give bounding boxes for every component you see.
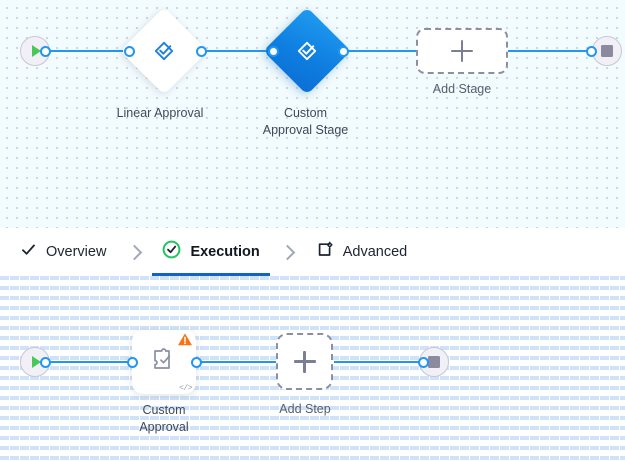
step-end-port[interactable]	[418, 356, 429, 368]
stage-flow-canvas[interactable]: Linear Approval Custom Approval Stage Ad…	[0, 0, 625, 228]
step-node-custom-approval[interactable]: </>	[132, 330, 196, 394]
edge-stage1-to-stage2	[200, 50, 272, 52]
tab-execution[interactable]: Execution	[152, 228, 271, 276]
plus-icon	[293, 350, 316, 373]
edge-start-to-stage1	[44, 50, 128, 52]
add-stage-label: Add Stage	[432, 82, 492, 96]
check-icon	[20, 241, 37, 263]
step-label-custom-approval: Custom Approval	[139, 403, 189, 434]
edge-step1-to-addstep	[196, 361, 278, 363]
step1-input-port[interactable]	[127, 356, 138, 368]
custom-approval-puzzle-icon	[149, 345, 179, 380]
code-snippet-icon: </>	[179, 384, 192, 393]
tab-advanced[interactable]: Advanced	[312, 228, 412, 276]
stage-node-linear-approval[interactable]	[120, 7, 208, 95]
stage-start-port[interactable]	[40, 45, 51, 57]
stage-node-custom-approval-stage[interactable]	[263, 7, 351, 95]
step-start-port[interactable]	[40, 356, 51, 368]
stage1-input-port[interactable]	[124, 45, 135, 57]
add-stage-button[interactable]	[416, 28, 508, 74]
step1-output-port[interactable]	[191, 356, 202, 368]
chevron-right-icon	[279, 244, 296, 260]
check-circle-icon	[162, 240, 181, 264]
play-icon	[32, 45, 41, 57]
tab-advanced-label: Advanced	[342, 244, 408, 260]
stage-label-linear-approval: Linear Approval	[116, 106, 204, 120]
edge-stage2-to-addstage	[342, 50, 422, 52]
edge-addstage-to-end	[507, 50, 591, 52]
play-icon	[32, 356, 41, 368]
advanced-settings-icon	[316, 241, 334, 264]
tab-execution-label: Execution	[190, 244, 260, 260]
stop-icon	[428, 356, 440, 368]
plus-icon	[451, 40, 473, 62]
edge-start-to-step1	[44, 361, 132, 363]
stage2-output-port[interactable]	[338, 45, 349, 57]
stop-icon	[601, 45, 613, 57]
add-step-label: Add Step	[279, 402, 331, 416]
step-flow-canvas[interactable]: </> Custom Approval Add Step	[0, 276, 625, 461]
stage-label-custom-approval-stage: Custom Approval Stage	[262, 106, 349, 137]
approval-diamond-icon	[151, 38, 177, 64]
chevron-right-icon	[126, 244, 143, 260]
stage-end-port[interactable]	[586, 45, 597, 57]
tab-overview[interactable]: Overview	[16, 228, 110, 276]
warning-icon[interactable]	[177, 332, 193, 352]
add-step-button[interactable]	[276, 333, 333, 390]
tab-separator-1	[110, 228, 158, 276]
section-tabs: Overview Execution	[0, 228, 625, 276]
stage2-input-port[interactable]	[268, 45, 279, 57]
stage1-output-port[interactable]	[196, 45, 207, 57]
approval-diamond-icon	[294, 38, 320, 64]
tab-overview-label: Overview	[46, 244, 107, 260]
tab-separator-2	[264, 228, 312, 276]
edge-addstep-to-end	[334, 361, 422, 363]
step-start-node[interactable]	[20, 347, 50, 377]
